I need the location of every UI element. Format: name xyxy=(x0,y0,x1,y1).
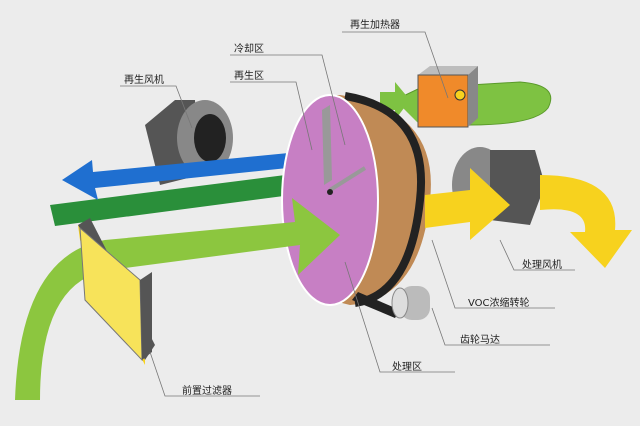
clean-air-outlet xyxy=(540,175,632,268)
label-voc-wheel: VOC浓缩转轮 xyxy=(468,298,530,309)
label-pre-filter: 前置过滤器 xyxy=(182,386,232,397)
pre-filter xyxy=(78,218,155,365)
label-regen-zone: 再生区 xyxy=(234,71,264,82)
label-gear-motor: 齿轮马达 xyxy=(460,335,500,346)
leader-lines xyxy=(120,31,575,397)
process-air-arrow xyxy=(15,198,340,400)
voc-concentrator-wheel xyxy=(281,92,431,307)
regen-inlet-arrow xyxy=(380,82,410,120)
label-regen-fan: 再生风机 xyxy=(124,75,164,86)
gear-motor xyxy=(352,286,430,320)
label-process-zone: 处理区 xyxy=(392,362,422,373)
regen-air-band xyxy=(50,168,345,226)
label-regen-heater: 再生加热器 xyxy=(350,20,400,31)
exhaust-air-arrow xyxy=(62,148,345,200)
clean-air-arrow xyxy=(425,168,510,240)
label-process-fan: 处理风机 xyxy=(522,260,562,271)
label-cooling-zone: 冷却区 xyxy=(234,44,264,55)
regen-heater xyxy=(417,66,478,128)
